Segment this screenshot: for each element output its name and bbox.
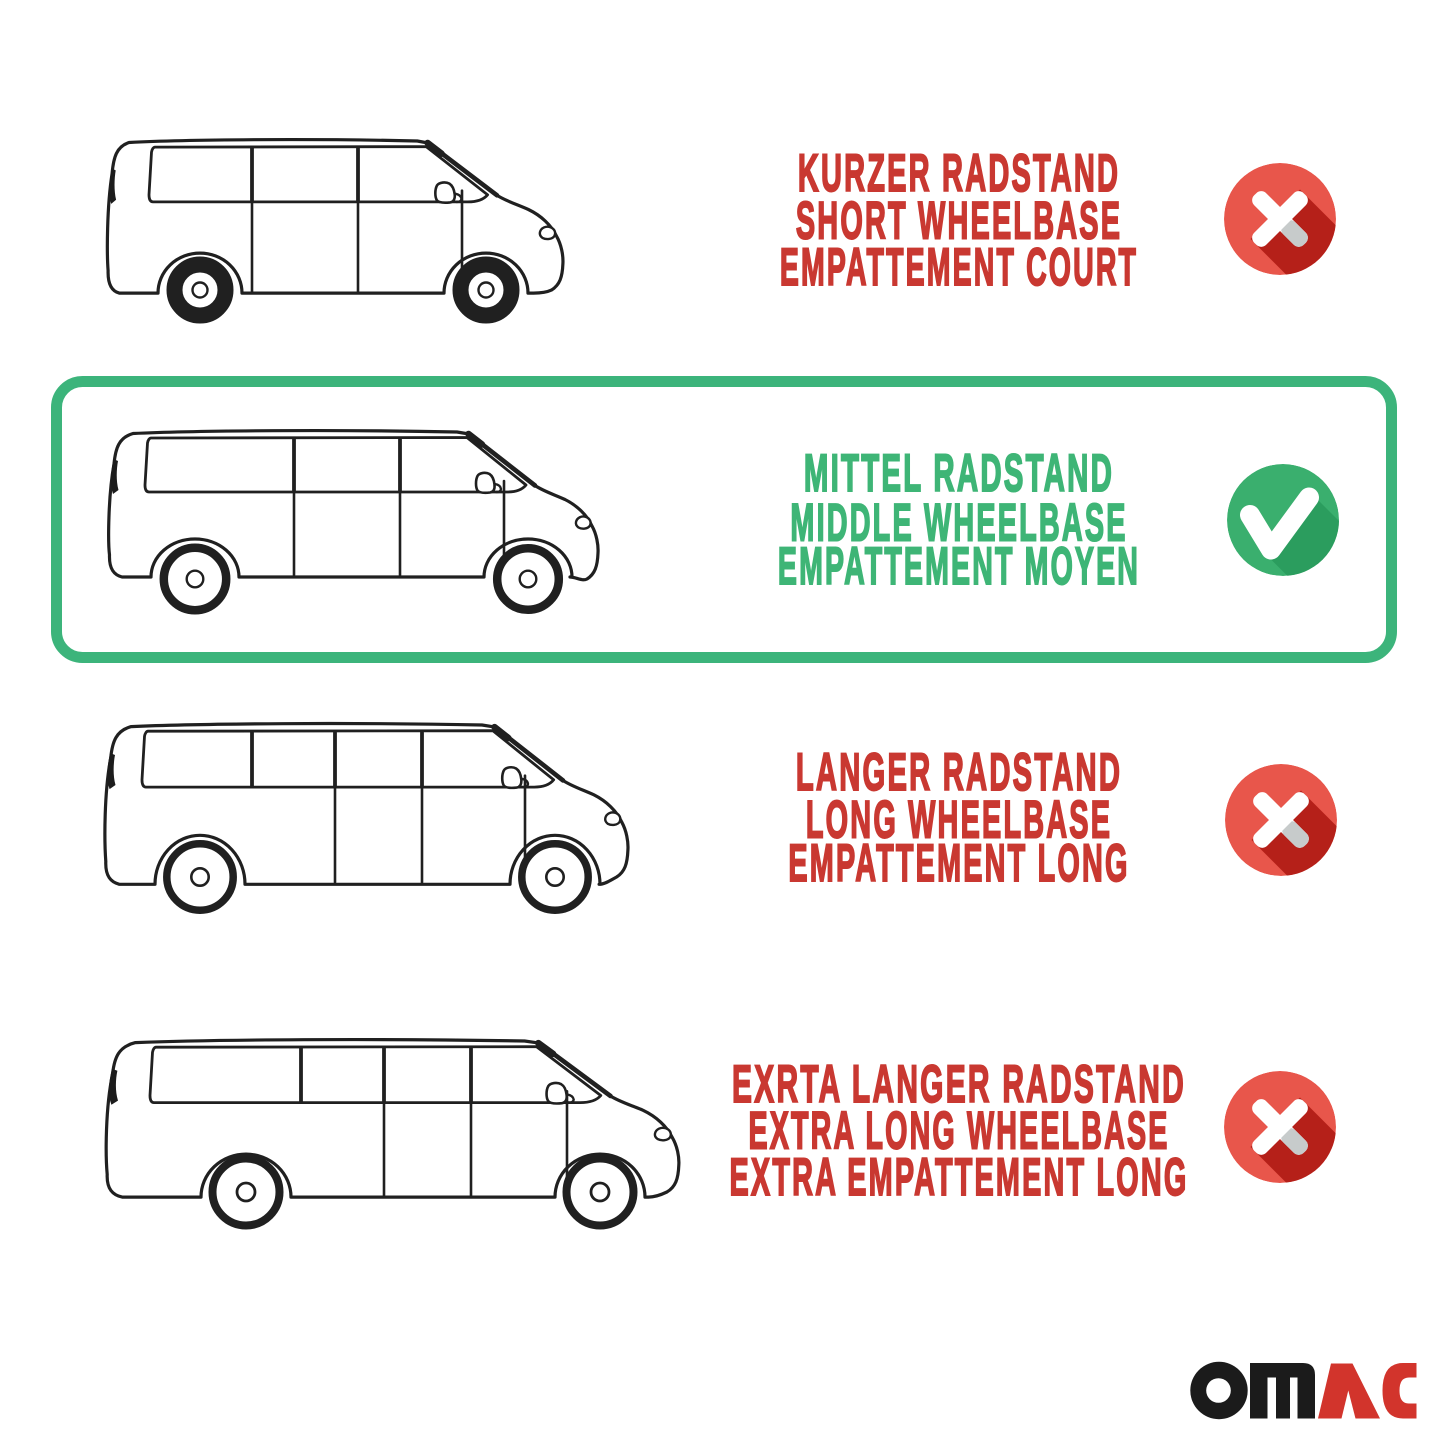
svg-text:EXTRA LONG WHEELBASE: EXTRA LONG WHEELBASE — [748, 1101, 1169, 1161]
svg-text:KURZER RADSTAND: KURZER RADSTAND — [798, 144, 1120, 204]
svg-text:MIDDLE WHEELBASE: MIDDLE WHEELBASE — [790, 493, 1127, 553]
svg-text:EXRTA LANGER RADSTAND: EXRTA LANGER RADSTAND — [732, 1055, 1186, 1114]
svg-text:LANGER RADSTAND: LANGER RADSTAND — [796, 743, 1122, 802]
svg-text:EMPATTEMENT COURT: EMPATTEMENT COURT — [780, 238, 1138, 298]
svg-text:EXTRA EMPATTEMENT LONG: EXTRA EMPATTEMENT LONG — [730, 1148, 1189, 1208]
svg-text:LONG WHEELBASE: LONG WHEELBASE — [806, 790, 1112, 850]
svg-text:EMPATTEMENT LONG: EMPATTEMENT LONG — [788, 834, 1129, 894]
svg-text:MITTEL RADSTAND: MITTEL RADSTAND — [804, 444, 1114, 503]
svg-text:EMPATTEMENT MOYEN: EMPATTEMENT MOYEN — [778, 537, 1140, 597]
svg-text:SHORT WHEELBASE: SHORT WHEELBASE — [796, 191, 1122, 251]
